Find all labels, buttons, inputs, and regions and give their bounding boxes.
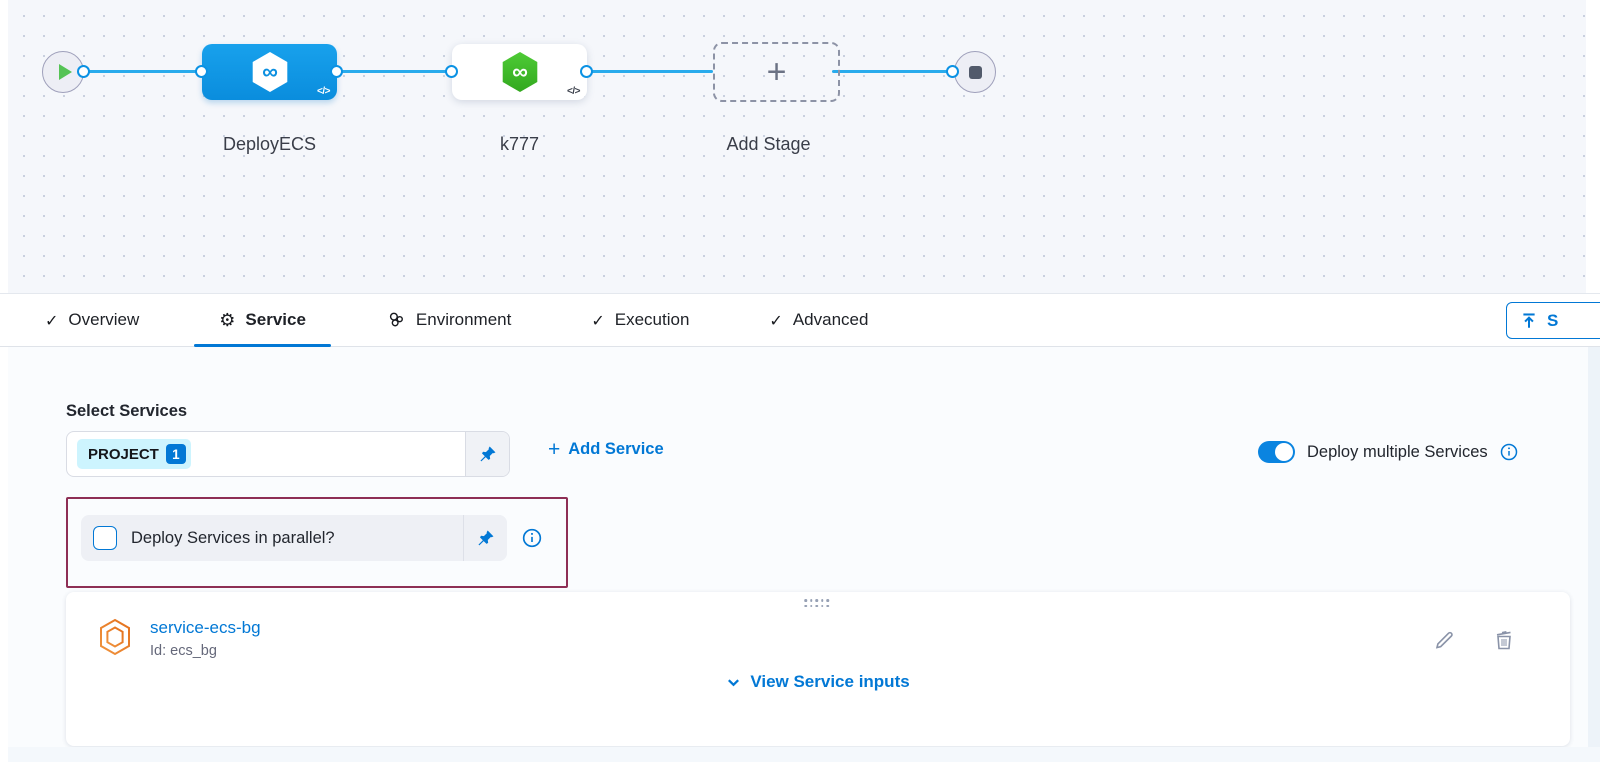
connector-port[interactable] [77,65,90,78]
tab-environment[interactable]: Environment [361,294,536,346]
selected-service-tag[interactable]: PROJECT 1 [77,439,191,469]
stage-label-deployecs: DeployECS [222,134,317,154]
stage-deployecs[interactable]: ∞ </> [202,44,337,100]
save-button-label: S [1547,310,1559,330]
plus-icon: + [548,438,561,461]
save-button[interactable]: S [1506,302,1600,339]
gear-icon: ⚙ [219,309,236,331]
pin-runtime-input-button[interactable] [463,515,507,561]
tab-label: Execution [614,310,690,329]
connector-line [587,70,713,73]
deploy-parallel-option[interactable]: Deploy Services in parallel? [81,526,463,550]
harness-stage-icon: ∞ [252,52,287,92]
stage-k777[interactable]: ∞ </> [452,44,587,100]
check-icon: ✓ [45,310,59,330]
stop-icon [968,65,982,79]
deploy-parallel-label: Deploy Services in parallel? [131,528,335,547]
service-hexagon-icon [100,618,130,656]
deploy-parallel-field: Deploy Services in parallel? [81,515,507,561]
play-icon [58,64,72,80]
service-count-badge: 1 [165,444,186,464]
toggle-knob [1275,443,1293,461]
code-icon[interactable]: </> [567,86,580,97]
connector-port[interactable] [195,65,208,78]
tab-execution[interactable]: ✓ Execution [566,294,714,346]
environment-icon [389,312,403,327]
check-icon: ✓ [591,310,605,330]
stage-label-k777: k777 [499,134,540,154]
connector-port[interactable] [946,65,959,78]
add-service-label: Add Service [568,440,664,458]
plus-icon: + [766,52,787,91]
publish-icon [1523,312,1535,328]
harness-stage-icon: ∞ [502,52,537,92]
deploy-multiple-group: Deploy multiple Services [1258,441,1518,463]
service-select-field[interactable]: PROJECT 1 [67,432,465,476]
connector-line [337,70,460,73]
parallel-option-highlight: Deploy Services in parallel? [66,497,568,588]
info-icon[interactable] [1500,443,1518,461]
connector-line [832,70,961,73]
deploy-multiple-toggle[interactable] [1258,441,1295,463]
tab-label: Advanced [792,310,869,329]
check-icon: ✓ [769,310,783,330]
tab-overview[interactable]: ✓ Overview [20,294,164,346]
connector-port[interactable] [330,65,343,78]
add-service-button[interactable]: + Add Service [548,439,664,460]
svg-text:∞: ∞ [262,59,278,84]
panel-edge [1588,347,1600,762]
connector-port[interactable] [580,65,593,78]
pipeline-canvas[interactable]: ∞ </> ∞ </> + DeployECS k777 [8,0,1586,293]
connector-line [84,70,210,73]
deploy-multiple-label: Deploy multiple Services [1307,442,1488,461]
chevron-down-icon [728,678,740,686]
tab-advanced[interactable]: ✓ Advanced [744,294,893,346]
code-icon[interactable]: </> [317,86,330,97]
tab-label: Overview [68,310,140,329]
delete-icon[interactable] [1492,628,1516,652]
pin-runtime-input-button[interactable] [465,432,509,476]
tab-label: Service [245,310,306,329]
deploy-parallel-checkbox[interactable] [93,526,117,550]
view-service-inputs-button[interactable]: View Service inputs [66,672,1570,692]
pipeline-end-node[interactable] [954,51,996,93]
tab-label: Environment [415,310,512,329]
add-stage-label: Add Stage [726,134,811,154]
pin-icon [480,446,496,461]
info-icon[interactable] [522,528,542,548]
pin-icon [478,530,494,545]
service-tab-panel: Select Services PROJECT 1 + Add Service [8,347,1588,747]
select-services-label: Select Services [66,402,188,420]
service-card: service-ecs-bg Id: ecs_bg View Service i… [66,592,1570,746]
view-service-inputs-label: View Service inputs [750,672,910,691]
edit-icon[interactable] [1432,628,1456,652]
svg-text:∞: ∞ [512,59,528,84]
selected-service-tag-label: PROJECT [88,445,159,463]
drag-handle[interactable] [804,599,832,610]
stage-tabbar: ✓ Overview ⚙ Service Environment ✓ Execu… [0,293,1600,347]
page-background [8,747,1600,762]
connector-port[interactable] [445,65,458,78]
tab-service[interactable]: ⚙ Service [194,294,331,347]
add-stage-button[interactable]: + [713,42,840,102]
service-select-input[interactable]: PROJECT 1 [66,431,510,477]
service-name-link[interactable]: service-ecs-bg [150,618,261,637]
service-id-text: Id: ecs_bg [150,643,217,659]
